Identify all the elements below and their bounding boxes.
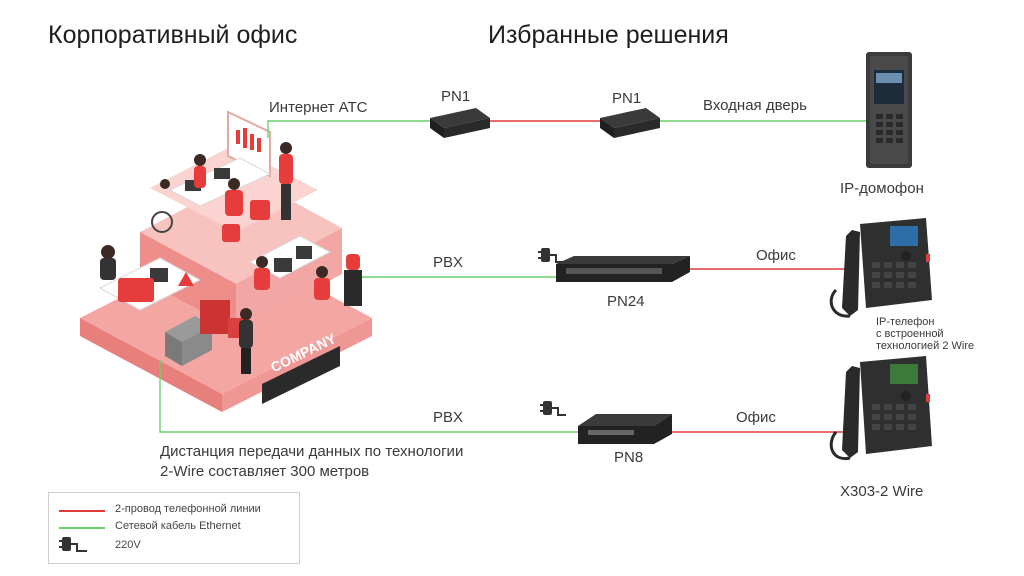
x303-phone-device [829, 356, 932, 461]
title-featured-solutions: Избранные решения [488, 21, 729, 49]
legend-row-ethernet: Сетевой кабель Ethernet [49, 520, 299, 536]
intercom-device [866, 52, 912, 168]
ethernet-cable-internet-pbx [267, 120, 430, 138]
ip-phone-caption: IP-телефон с встроенной технологией 2 Wi… [876, 316, 974, 352]
legend-swatch-two-wire [59, 510, 105, 512]
office-label-2: Офис [736, 409, 776, 426]
pn1-left-device [430, 108, 490, 138]
pn1-right-device [600, 108, 660, 138]
pbx-label-2: PBX [433, 409, 464, 426]
legend: 2-провод телефонной линии Сетевой кабель… [48, 492, 300, 564]
power-plug-icon-pn24 [538, 248, 564, 263]
pn1-right-label: PN1 [612, 90, 642, 107]
distance-note-line-1: Дистанция передачи данных по технологии [160, 443, 464, 460]
office-label-1: Офис [756, 247, 796, 264]
entry-door-label: Входная дверь [703, 97, 807, 114]
legend-text-two-wire: 2-провод телефонной линии [115, 503, 261, 515]
legend-row-power: 220V [49, 537, 299, 555]
internet-pbx-label: Интернет АТС [269, 99, 368, 116]
legend-swatch-ethernet [59, 527, 105, 529]
legend-row-two-wire: 2-провод телефонной линии [49, 503, 299, 519]
pbx-label-1: PBX [433, 254, 464, 271]
pn1-left-label: PN1 [441, 88, 471, 105]
ip-phone-caption-line-3: технологией 2 Wire [876, 340, 975, 352]
power-plug-icon [59, 537, 87, 552]
pn8-label: PN8 [614, 449, 644, 466]
pn24-label: PN24 [607, 293, 645, 310]
pn8-device [578, 414, 672, 444]
ip-phone-caption-line-1: IP-телефон [876, 316, 935, 328]
x303-label: X303-2 Wire [840, 483, 924, 500]
legend-text-ethernet: Сетевой кабель Ethernet [115, 520, 241, 532]
ethernet-cable-pbx-2 [159, 360, 578, 433]
legend-text-power: 220V [115, 539, 141, 551]
intercom-label: IP-домофон [840, 180, 924, 197]
power-plug-icon-pn8 [540, 401, 566, 416]
office-illustration [80, 110, 372, 412]
ip-phone-caption-line-2: с встроенной [876, 328, 944, 340]
ip-phone-device [829, 218, 932, 318]
title-corporate-office: Корпоративный офис [48, 21, 298, 49]
pn24-device [556, 256, 690, 282]
distance-note-line-2: 2-Wire составляет 300 метров [160, 463, 370, 480]
